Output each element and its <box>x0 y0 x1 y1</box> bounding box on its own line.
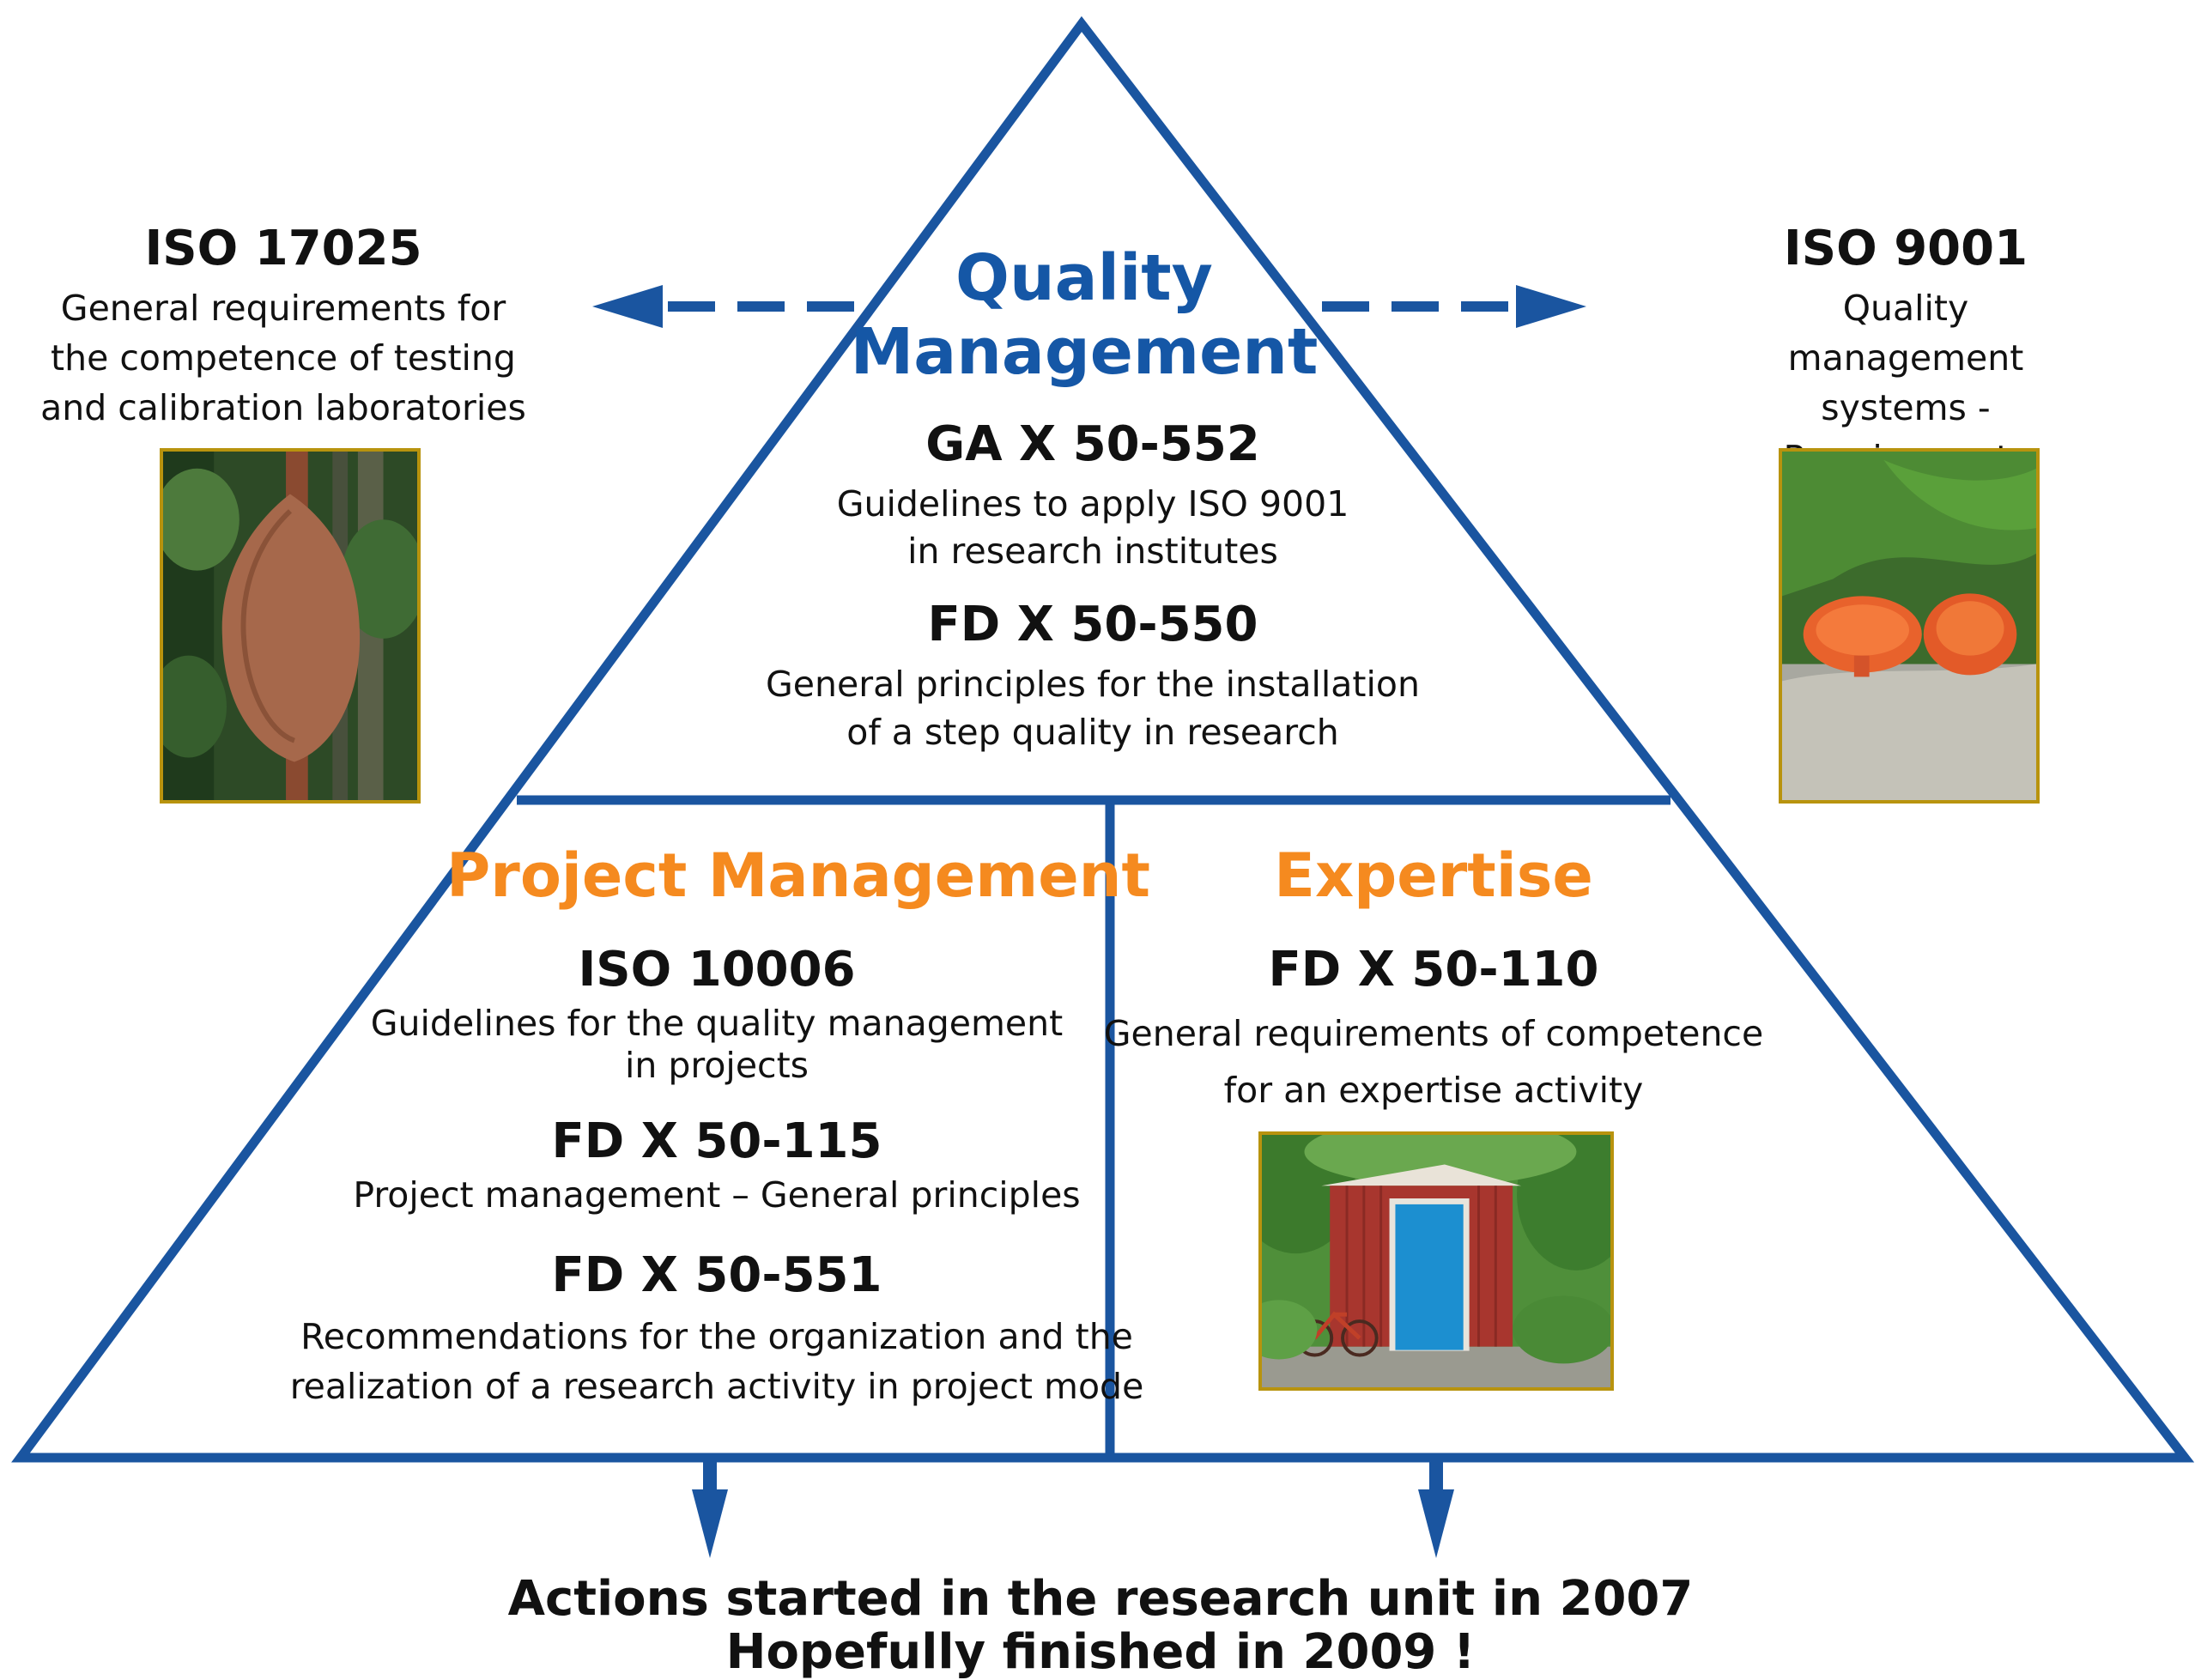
ga-x-50-552-description: Guidelines to apply ISO 9001 in research… <box>836 483 1349 572</box>
quality-management-heading: Quality Management <box>850 241 1319 389</box>
fd-x-50-110-code: FD X 50-110 <box>1268 942 1599 998</box>
pyramid-outline <box>11 15 2195 1463</box>
footer-line-2: Hopefully finished in 2009 ! <box>725 1624 1476 1680</box>
orange-mushroom-photo <box>1779 448 2040 804</box>
right-dashed-arrow <box>1322 285 1586 328</box>
fd-x-50-550-description: General principles for the installation … <box>766 664 1420 753</box>
fd-x-50-551-code: FD X 50-551 <box>551 1247 882 1303</box>
iso-17025-description: General requirements for the competence … <box>40 288 526 429</box>
fd-x-50-110-description: General requirements of competence for a… <box>1103 1013 1764 1111</box>
red-shed-photo <box>1258 1131 1614 1391</box>
fd-x-50-115-description: Project management – General principles <box>353 1174 1081 1216</box>
footer-line-1: Actions started in the research unit in … <box>507 1571 1694 1627</box>
fd-x-50-550-code: FD X 50-550 <box>927 597 1258 652</box>
fd-x-50-551-description: Recommendations for the organization and… <box>289 1316 1144 1408</box>
ga-x-50-552-code: GA X 50-552 <box>925 416 1260 472</box>
down-arrow-right <box>1418 1462 1454 1558</box>
fd-x-50-115-code: FD X 50-115 <box>551 1113 882 1169</box>
iso-9001-code: ISO 9001 <box>1783 221 2028 276</box>
iso-17025-code: ISO 17025 <box>144 221 422 276</box>
iso-10006-code: ISO 10006 <box>578 942 856 998</box>
iso-10006-description: Guidelines for the quality management in… <box>370 1003 1064 1087</box>
left-dashed-arrow <box>592 285 854 328</box>
down-arrow-left <box>692 1462 728 1558</box>
project-management-heading: Project Management <box>446 840 1150 911</box>
tree-bark-photo <box>160 448 421 804</box>
expertise-heading: Expertise <box>1274 840 1593 911</box>
